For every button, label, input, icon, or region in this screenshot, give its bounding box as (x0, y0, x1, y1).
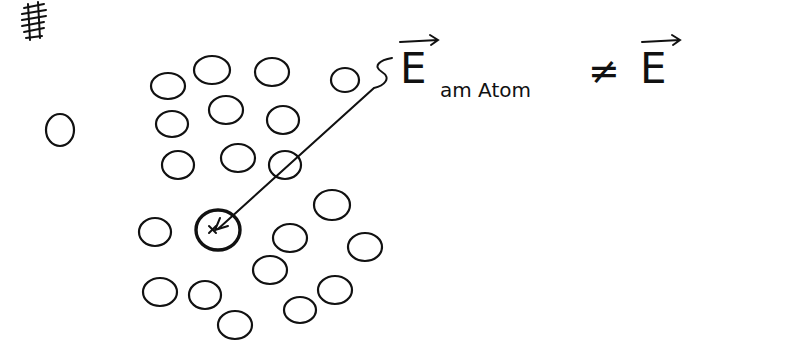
atom (139, 218, 171, 246)
vector-arrows (400, 35, 680, 45)
leader-line (218, 58, 392, 229)
field-subscript: am Atom (440, 80, 531, 100)
atom (221, 144, 255, 172)
field-symbol: E (400, 48, 427, 90)
atom (194, 56, 230, 84)
atom (348, 233, 382, 261)
atom (46, 114, 74, 146)
atom (314, 190, 350, 220)
atom (151, 73, 185, 99)
atom (284, 297, 316, 323)
not-equal-sign: ≠ (588, 52, 620, 90)
atom (143, 278, 177, 306)
atom (269, 151, 301, 179)
atom (218, 311, 252, 339)
atom (209, 96, 243, 124)
atom (318, 276, 352, 304)
atom (255, 58, 289, 86)
atom (253, 256, 287, 284)
atom (331, 68, 359, 92)
atom (273, 224, 307, 252)
arrowhead (215, 218, 228, 230)
field-symbol: E (640, 48, 667, 90)
atom (156, 111, 188, 137)
atom (162, 151, 194, 179)
atoms (46, 56, 382, 339)
atom (267, 106, 299, 134)
scribble (22, 2, 46, 40)
atom (189, 281, 221, 309)
